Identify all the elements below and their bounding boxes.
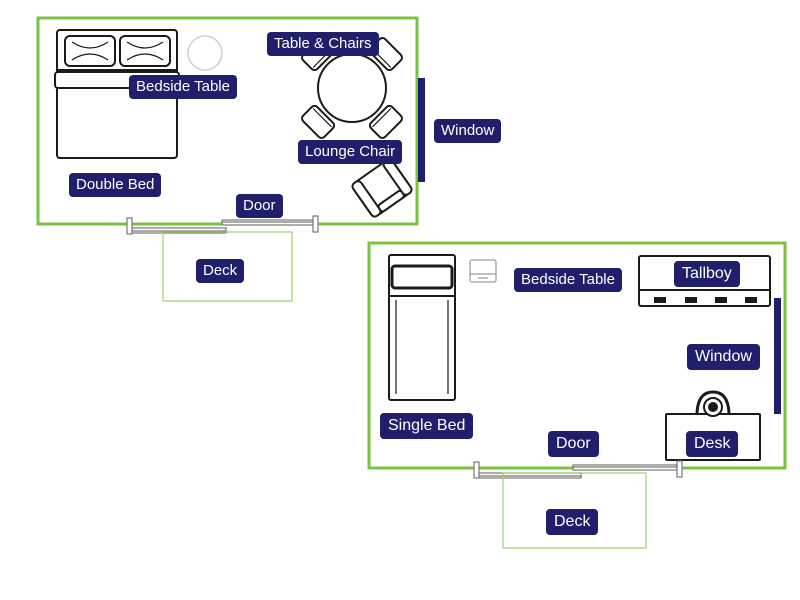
label-deck: Deck: [546, 509, 599, 535]
room-1-sliding-door: [126, 215, 319, 235]
label-lounge-chair: Lounge Chair: [298, 140, 403, 164]
label-single-bed: Single Bed: [380, 413, 474, 439]
room-2-window: [774, 298, 781, 414]
label-table-and-chairs: Table & Chairs: [267, 32, 379, 56]
label-double-bed: Double Bed: [69, 173, 162, 197]
room-2-deck: [502, 472, 647, 549]
label-door: Door: [236, 194, 283, 218]
lounge-chair-icon: [351, 158, 413, 218]
single-bed-icon: [388, 254, 456, 401]
bedside-table-icon: [469, 259, 497, 283]
room-1-deck: [162, 231, 293, 302]
label-bedside-table: Bedside Table: [514, 268, 622, 292]
label-tallboy: Tallboy: [674, 261, 740, 287]
double-bed-icon: [54, 29, 180, 159]
label-window: Window: [434, 119, 502, 143]
bedside-table-icon: [187, 35, 223, 71]
label-door: Door: [548, 431, 599, 457]
label-deck: Deck: [196, 259, 245, 283]
room-1-window: [418, 78, 425, 182]
label-window: Window: [687, 344, 760, 370]
label-bedside-table: Bedside Table: [129, 75, 237, 99]
label-desk: Desk: [686, 431, 739, 457]
room-2-sliding-door: [473, 460, 683, 479]
room-1: [36, 16, 425, 302]
